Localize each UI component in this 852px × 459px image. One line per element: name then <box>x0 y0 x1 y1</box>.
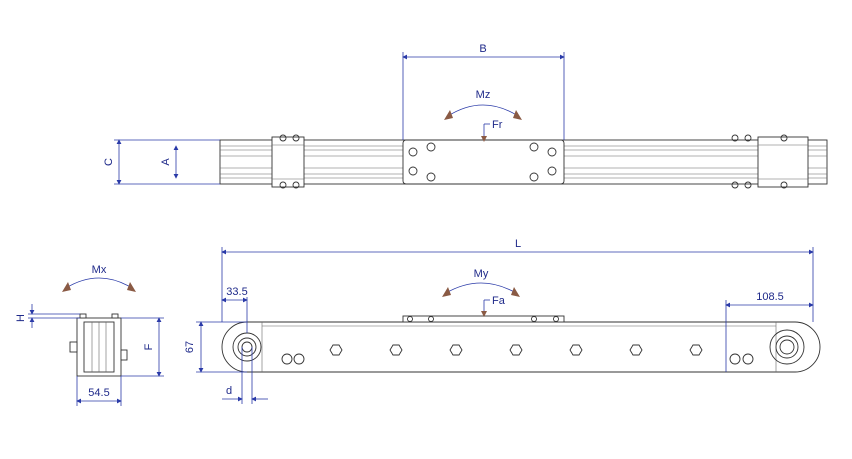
dimension-left-offset: 33.5 <box>221 286 248 333</box>
dimension-f: F <box>121 317 164 377</box>
side-view-profile <box>69 313 128 377</box>
dimension-l-label: L <box>515 238 521 250</box>
force-fa: Fa <box>481 295 506 317</box>
dimension-c: C <box>103 139 220 185</box>
force-fr-label: Fr <box>492 119 503 131</box>
force-fa-label: Fa <box>492 295 506 307</box>
dimension-width-label: 54.5 <box>88 387 109 399</box>
dimension-width: 54.5 <box>76 376 122 406</box>
top-view: B Mz Fr C A <box>103 43 828 189</box>
dimension-d: d <box>222 347 268 404</box>
top-view-carriage <box>402 139 565 185</box>
front-view-body <box>221 315 821 373</box>
dimension-right-offset: 108.5 <box>725 291 814 372</box>
dimension-c-label: C <box>103 158 115 166</box>
moment-my-label: My <box>474 268 489 280</box>
dimension-h-label: H <box>15 314 27 322</box>
dimension-right-offset-label: 108.5 <box>756 291 784 303</box>
moment-my: My <box>442 268 520 297</box>
moment-mx: Mx <box>62 264 136 292</box>
front-view: L My Fa 33.5 108.5 <box>184 238 821 404</box>
top-view-rail-body <box>219 134 828 189</box>
dimension-d-label: d <box>226 385 232 397</box>
moment-mx-label: Mx <box>92 264 107 276</box>
side-view: Mx H F 54.5 <box>15 264 164 406</box>
dimension-f-label: F <box>143 343 155 350</box>
force-fr: Fr <box>481 119 503 142</box>
dimension-a-label: A <box>160 158 172 166</box>
dimension-b: B <box>402 43 565 140</box>
dimension-b-label: B <box>479 43 486 55</box>
dimension-left-offset-label: 33.5 <box>226 286 247 298</box>
moment-mz: Mz <box>444 89 522 120</box>
dimension-h: H <box>15 304 80 328</box>
dimension-height-label: 67 <box>184 341 196 353</box>
dimension-a: A <box>160 145 179 179</box>
moment-mz-label: Mz <box>476 89 491 101</box>
dimension-l: L <box>221 238 814 322</box>
dimension-height: 67 <box>184 321 247 373</box>
